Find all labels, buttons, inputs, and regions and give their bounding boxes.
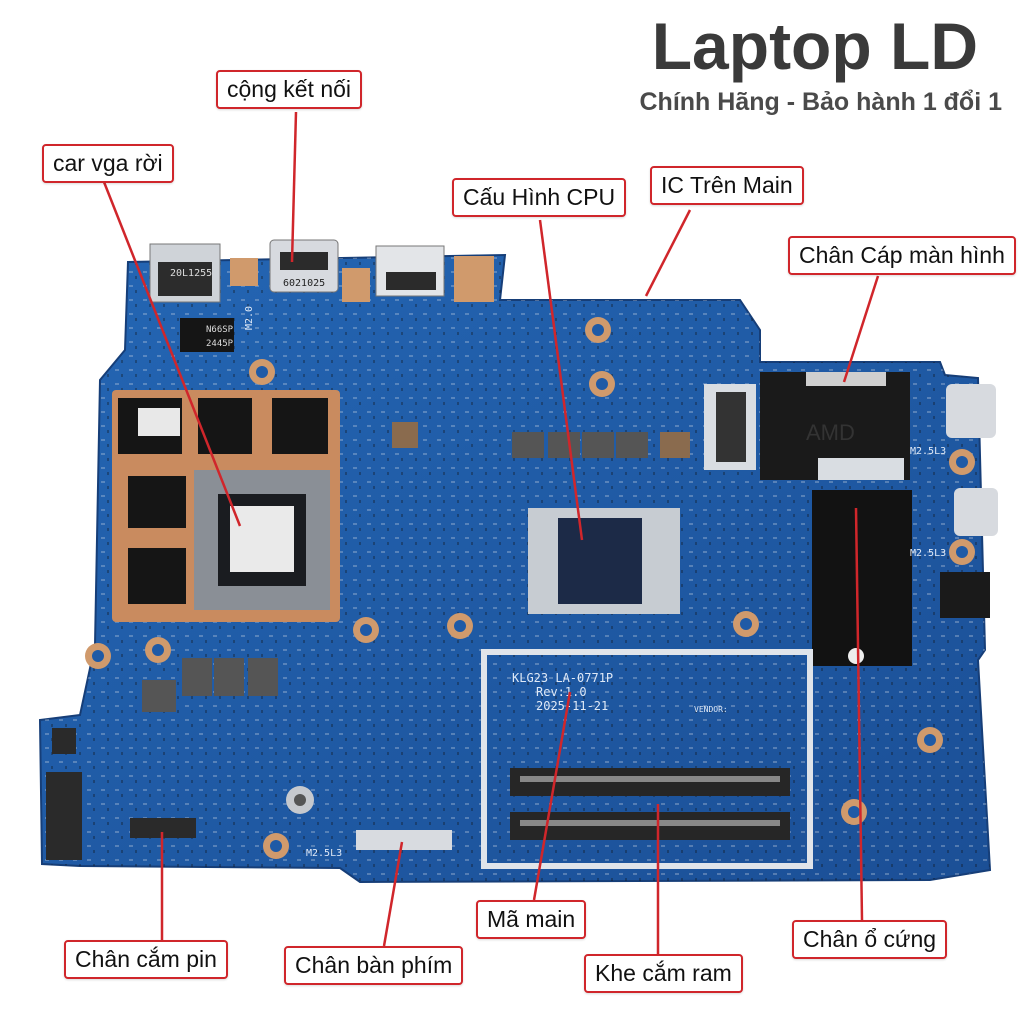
brand-title: Laptop LD [651,9,978,83]
callout-storage: Chân ổ cứng [792,920,948,959]
callout-display: Chân Cáp màn hình [788,236,1016,275]
ssd-slot [812,490,912,666]
callout-port: cộng kết nối [216,70,363,109]
callout-battery: Chân cắm pin [64,940,228,979]
arrow-display [842,275,880,383]
battery-connector [130,818,196,838]
brand-subtitle: Chính Hãng - Bảo hành 1 đổi 1 [639,88,1003,116]
board-model-text: KLG23 LA-0771P [512,671,613,685]
keyboard-connector [356,830,452,850]
cooler-text: M2.0 [244,306,255,330]
arrow-ic [644,209,692,297]
chip-code-text: N66SP [206,325,234,335]
callout-keyboard: Chân bàn phím [284,946,464,985]
arrow-cpu [538,219,584,541]
callout-cpu: Cấu Hình CPU [452,178,627,217]
callout-ic: IC Trên Main [650,166,804,205]
arrow-storage [854,507,864,921]
arrow-port [290,111,298,263]
board-rev-text: Rev:1.0 [536,685,587,699]
lan-code-text: 20L1255 [170,268,212,279]
arrow-model [532,691,572,901]
chip-code2-text: 2445P [206,339,234,349]
screw-label-right: M2.5L3 [910,446,946,457]
screw-label-right2: M2.5L3 [910,548,946,559]
arrow-keyboard [382,841,404,947]
screw-label-left: M2.5L3 [306,848,342,859]
ram-slot-frame [481,649,813,869]
callout-vga: car vga rời [42,144,174,183]
callout-model: Mã main [476,900,587,939]
arrow-vga [102,181,242,527]
board-vendor-text: VENDOR: [694,705,728,714]
cpu-die [558,518,642,604]
board-date-text: 2025-11-21 [536,699,608,713]
callout-ram: Khe cắm ram [584,954,743,993]
hdmi-code-text: 6021025 [283,278,325,289]
cover-text: AMD [806,420,855,445]
